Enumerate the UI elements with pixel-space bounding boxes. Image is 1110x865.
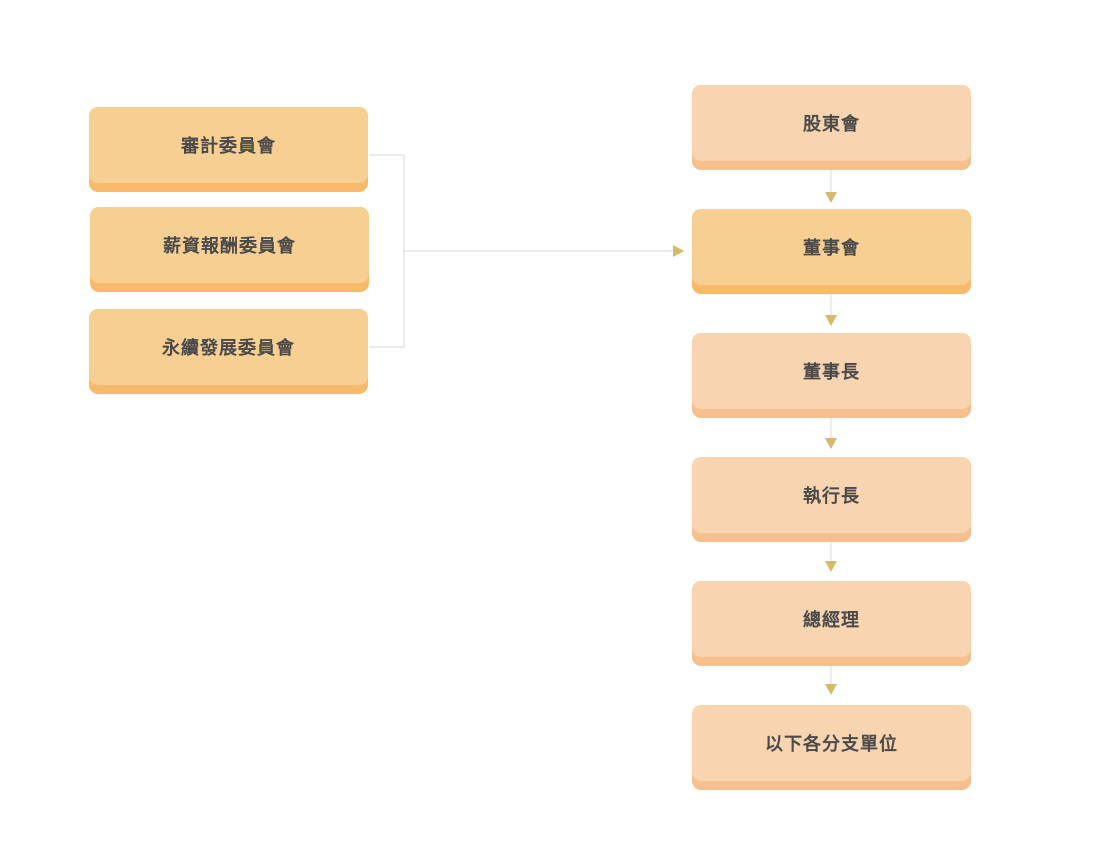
node-ceo: 執行長	[692, 457, 971, 542]
v-arrow-3	[825, 438, 837, 449]
v-arrow-2	[825, 315, 837, 326]
v-arrow-4	[825, 561, 837, 572]
committee-compensation: 薪資報酬委員會	[90, 207, 369, 292]
committee-bracket	[369, 154, 405, 348]
committee-to-board-arrow	[673, 245, 684, 257]
node-chairman-label: 董事長	[692, 333, 971, 409]
node-branches: 以下各分支單位	[692, 705, 971, 790]
node-general-manager-label: 總經理	[692, 581, 971, 657]
v-arrow-1	[825, 192, 837, 203]
node-general-manager: 總經理	[692, 581, 971, 666]
committee-audit-label: 審計委員會	[89, 107, 368, 183]
node-shareholders: 股東會	[692, 85, 971, 170]
node-shareholders-label: 股東會	[692, 85, 971, 161]
committee-sustainability-label: 永續發展委員會	[89, 309, 368, 385]
node-board: 董事會	[692, 209, 971, 294]
node-board-label: 董事會	[692, 209, 971, 285]
node-ceo-label: 執行長	[692, 457, 971, 533]
committee-audit: 審計委員會	[89, 107, 368, 192]
v-arrow-5	[825, 684, 837, 695]
committee-sustainability: 永續發展委員會	[89, 309, 368, 394]
node-chairman: 董事長	[692, 333, 971, 418]
node-branches-label: 以下各分支單位	[692, 705, 971, 781]
committee-compensation-label: 薪資報酬委員會	[90, 207, 369, 283]
